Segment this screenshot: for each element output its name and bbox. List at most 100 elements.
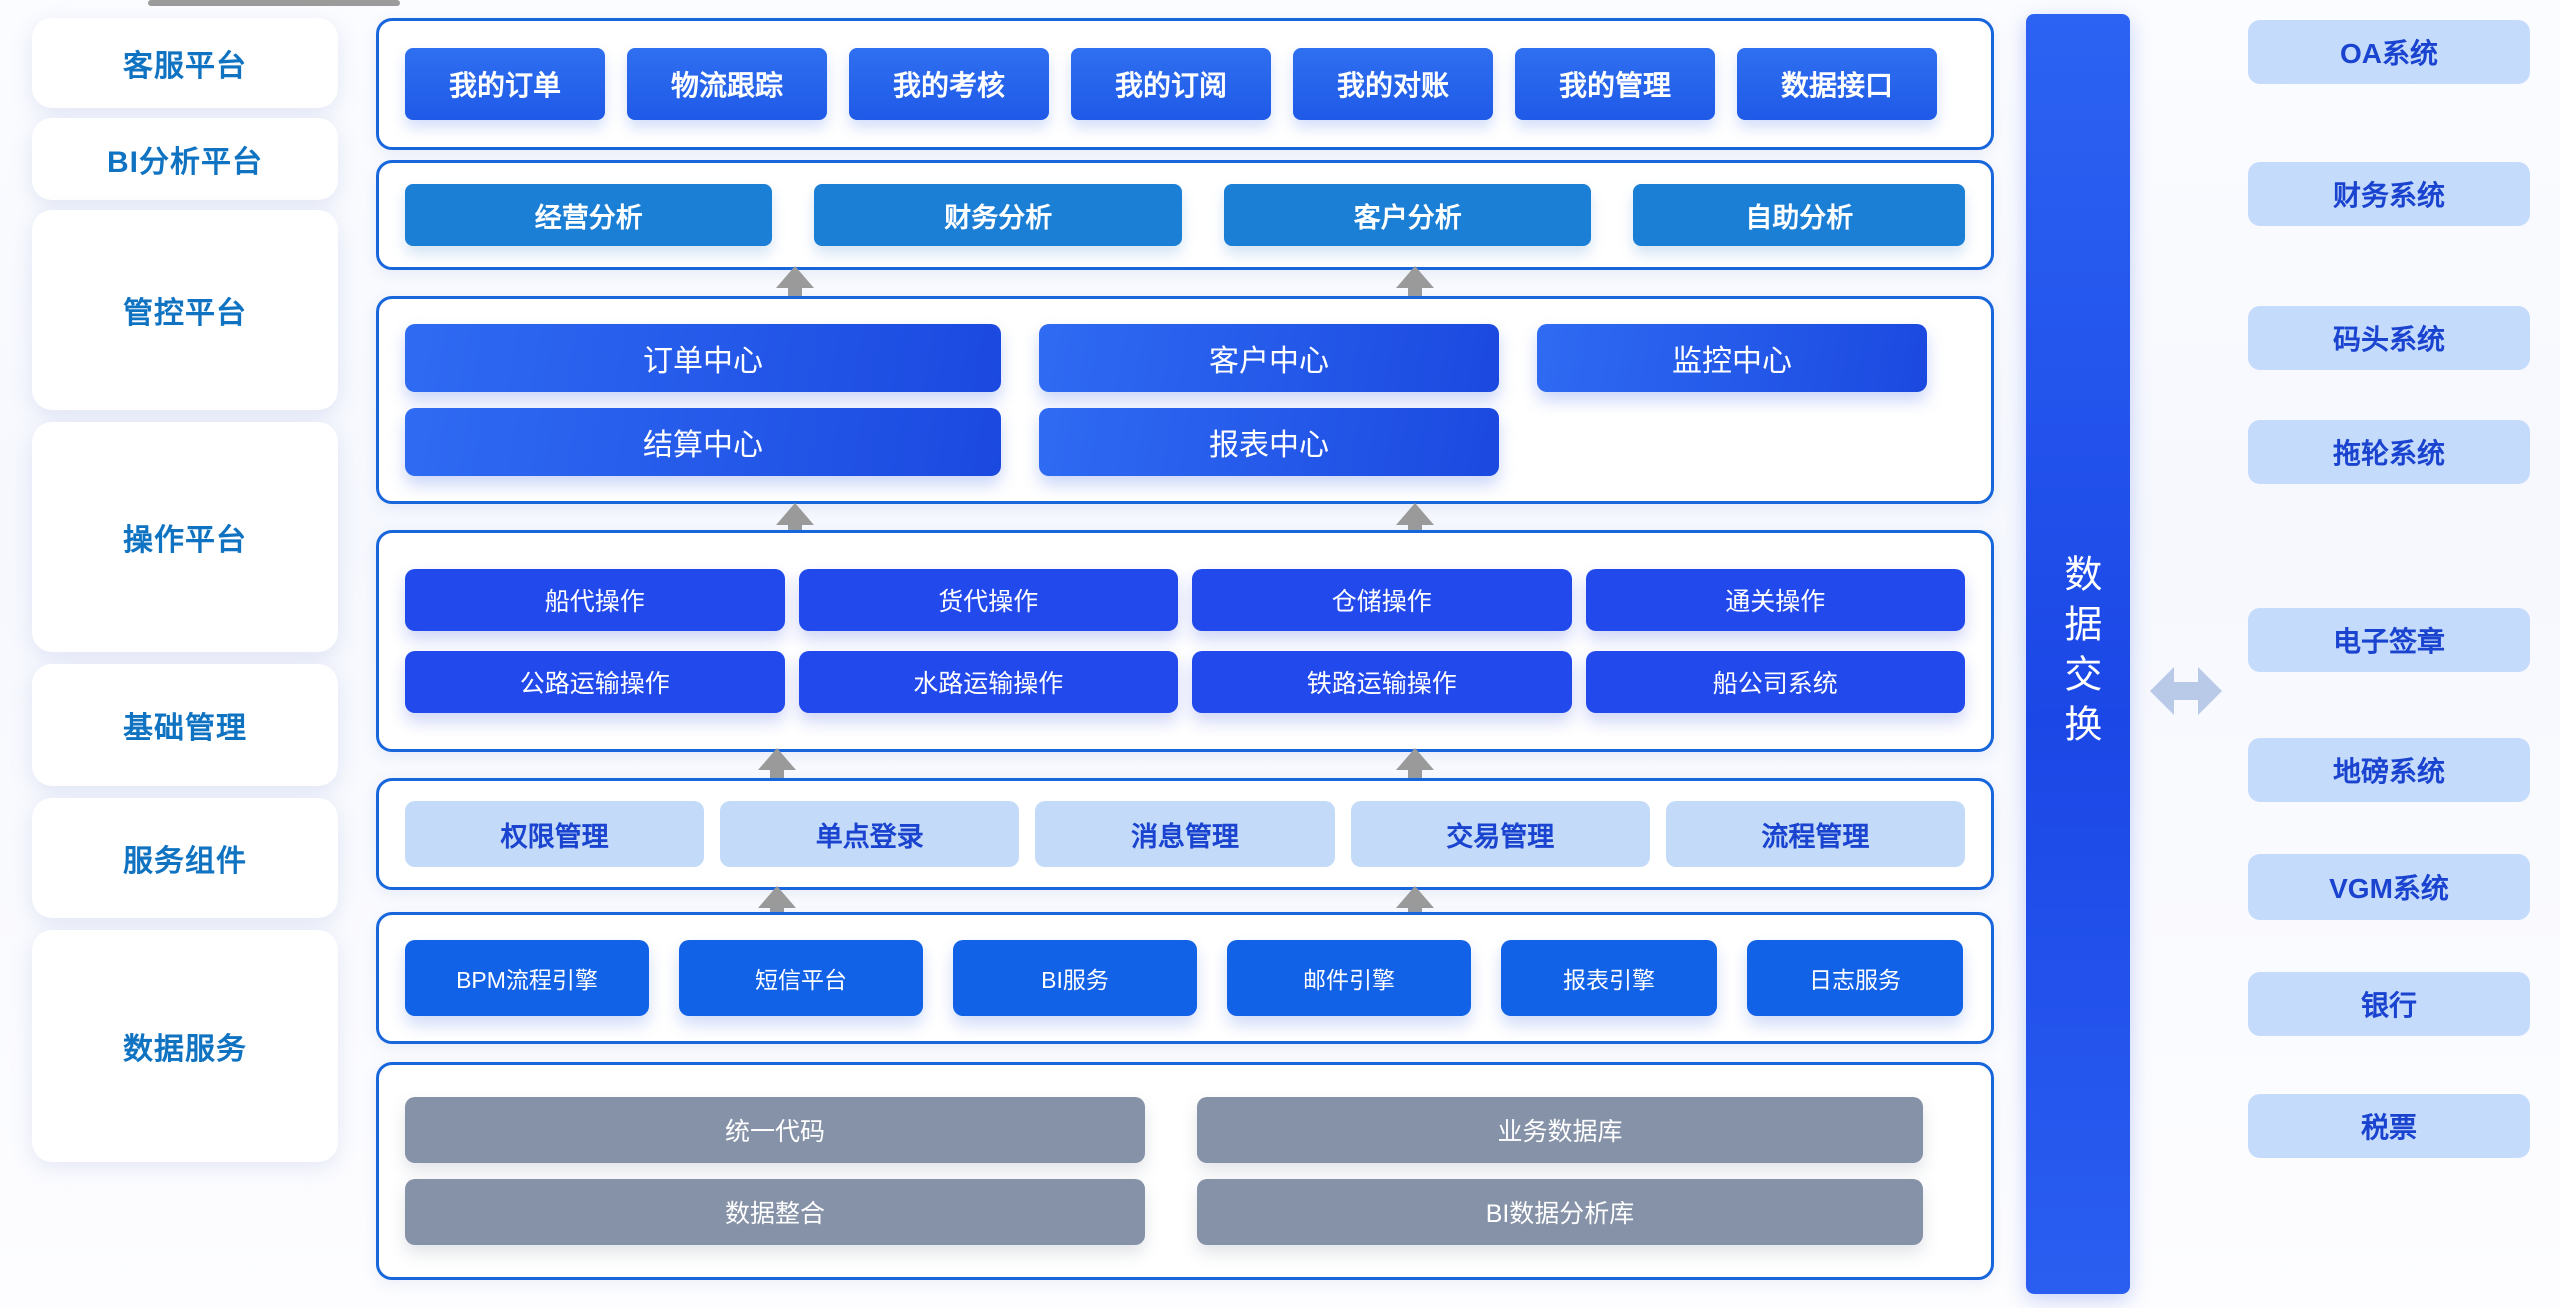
chip-label: 自助分析 bbox=[1745, 202, 1854, 233]
chip-my-orders[interactable]: 我的订单 bbox=[405, 48, 605, 120]
external-system-e-signature[interactable]: 电子签章 bbox=[2248, 608, 2530, 672]
chip-label: 我的订单 bbox=[448, 70, 561, 101]
chip-permission-management[interactable]: 权限管理 bbox=[405, 801, 705, 867]
panel-data-services: 统一代码 业务数据库 数据整合 BI数据分析库 bbox=[376, 1062, 1994, 1280]
sidebar-label: 客服平台 bbox=[123, 50, 247, 83]
chip-row: 经营分析 财务分析 客户分析 自助分析 bbox=[405, 184, 1965, 246]
chip-warehouse-operation[interactable]: 仓储操作 bbox=[1192, 569, 1572, 631]
external-system-label: OA系统 bbox=[2339, 38, 2438, 69]
chip-bpm-process-engine[interactable]: BPM流程引擎 bbox=[405, 940, 649, 1016]
panel-operation-platform: 船代操作 货代操作 仓储操作 通关操作 公路运输操作 水路运输操作 铁路运输操作… bbox=[376, 530, 1994, 752]
chip-mail-engine[interactable]: 邮件引擎 bbox=[1227, 940, 1471, 1016]
chip-row: 数据整合 BI数据分析库 bbox=[405, 1179, 1965, 1245]
chip-sms-platform[interactable]: 短信平台 bbox=[679, 940, 923, 1016]
sidebar-item-bi-platform[interactable]: BI分析平台 bbox=[32, 118, 338, 200]
chip-customer-analysis[interactable]: 客户分析 bbox=[1223, 184, 1592, 246]
chip-label: 权限管理 bbox=[500, 821, 609, 852]
chip-label: 统一代码 bbox=[724, 1118, 825, 1146]
chip-order-center[interactable]: 订单中心 bbox=[405, 324, 1001, 392]
chip-process-management[interactable]: 流程管理 bbox=[1665, 801, 1966, 867]
chip-label: 财务分析 bbox=[944, 202, 1053, 233]
external-system-vgm[interactable]: VGM系统 bbox=[2248, 854, 2530, 920]
chip-message-management[interactable]: 消息管理 bbox=[1035, 801, 1335, 867]
external-systems-column: OA系统 财务系统 码头系统 拖轮系统 电子签章 地磅系统 VGM系统 银行 税… bbox=[2248, 0, 2548, 1308]
sidebar-item-service-components[interactable]: 服务组件 bbox=[32, 798, 338, 918]
chip-shipping-company-system[interactable]: 船公司系统 bbox=[1585, 651, 1965, 713]
external-system-finance[interactable]: 财务系统 bbox=[2248, 162, 2530, 226]
chip-label: 邮件引擎 bbox=[1303, 967, 1395, 993]
chip-report-engine[interactable]: 报表引擎 bbox=[1501, 940, 1717, 1016]
chip-customs-operation[interactable]: 通关操作 bbox=[1585, 569, 1965, 631]
chip-railway-transport-operation[interactable]: 铁路运输操作 bbox=[1192, 651, 1572, 713]
sidebar-item-base-management[interactable]: 基础管理 bbox=[32, 664, 338, 786]
horizontal-scrollbar[interactable] bbox=[148, 0, 400, 6]
chip-data-integration[interactable]: 数据整合 bbox=[405, 1179, 1145, 1245]
external-system-weighbridge[interactable]: 地磅系统 bbox=[2248, 738, 2530, 802]
chip-my-subscription[interactable]: 我的订阅 bbox=[1071, 48, 1271, 120]
chip-label: 短信平台 bbox=[755, 967, 847, 993]
chip-shipping-agency-operation[interactable]: 船代操作 bbox=[405, 569, 785, 631]
chip-label: 流程管理 bbox=[1761, 821, 1870, 852]
sidebar-item-operation-platform[interactable]: 操作平台 bbox=[32, 422, 338, 652]
chip-label: 我的订阅 bbox=[1114, 70, 1227, 101]
panel-control-platform: 订单中心 客户中心 监控中心 结算中心 报表中心 bbox=[376, 296, 1994, 504]
external-system-label: 拖轮系统 bbox=[2332, 438, 2445, 469]
sidebar-item-customer-service[interactable]: 客服平台 bbox=[32, 18, 338, 108]
chip-label: 经营分析 bbox=[534, 202, 643, 233]
external-system-tugboat[interactable]: 拖轮系统 bbox=[2248, 420, 2530, 484]
panel-service-components: BPM流程引擎 短信平台 BI服务 邮件引擎 报表引擎 日志服务 bbox=[376, 912, 1994, 1044]
chip-label: 货代操作 bbox=[938, 588, 1039, 616]
chip-unified-code[interactable]: 统一代码 bbox=[405, 1097, 1145, 1163]
chip-road-transport-operation[interactable]: 公路运输操作 bbox=[405, 651, 785, 713]
sidebar-label: 基础管理 bbox=[123, 712, 247, 745]
chip-report-center[interactable]: 报表中心 bbox=[1039, 408, 1499, 476]
chip-freight-forwarding-operation[interactable]: 货代操作 bbox=[798, 569, 1178, 631]
external-system-label: 电子签章 bbox=[2332, 626, 2445, 657]
chip-monitoring-center[interactable]: 监控中心 bbox=[1537, 324, 1927, 392]
chip-customer-center[interactable]: 客户中心 bbox=[1039, 324, 1499, 392]
chip-row: BPM流程引擎 短信平台 BI服务 邮件引擎 报表引擎 日志服务 bbox=[405, 940, 1965, 1016]
data-exchange-label: 数据交换 bbox=[2057, 554, 2100, 754]
chip-label: 船代操作 bbox=[544, 588, 645, 616]
chip-my-assessment[interactable]: 我的考核 bbox=[849, 48, 1049, 120]
sidebar-item-control-platform[interactable]: 管控平台 bbox=[32, 210, 338, 410]
external-system-terminal[interactable]: 码头系统 bbox=[2248, 306, 2530, 370]
data-exchange-bar[interactable]: 数据交换 bbox=[2026, 14, 2130, 1294]
chip-row: 船代操作 货代操作 仓储操作 通关操作 bbox=[405, 569, 1965, 631]
chip-row: 公路运输操作 水路运输操作 铁路运输操作 船公司系统 bbox=[405, 651, 1965, 713]
external-system-oa[interactable]: OA系统 bbox=[2248, 20, 2530, 84]
chip-bi-data-analysis-database[interactable]: BI数据分析库 bbox=[1197, 1179, 1923, 1245]
chip-transaction-management[interactable]: 交易管理 bbox=[1350, 801, 1650, 867]
chip-business-analysis[interactable]: 经营分析 bbox=[405, 184, 773, 246]
sidebar-label: 操作平台 bbox=[123, 524, 247, 557]
double-arrow-horizontal-icon bbox=[2150, 660, 2222, 722]
chip-my-management[interactable]: 我的管理 bbox=[1515, 48, 1715, 120]
external-system-tax-invoice[interactable]: 税票 bbox=[2248, 1094, 2530, 1158]
chip-label: 数据整合 bbox=[724, 1200, 825, 1228]
chip-data-interface[interactable]: 数据接口 bbox=[1737, 48, 1937, 120]
chip-bi-service[interactable]: BI服务 bbox=[953, 940, 1197, 1016]
chip-label: 通关操作 bbox=[1725, 588, 1826, 616]
chip-waterway-transport-operation[interactable]: 水路运输操作 bbox=[798, 651, 1178, 713]
chip-label: 结算中心 bbox=[643, 429, 763, 462]
sidebar-item-data-services[interactable]: 数据服务 bbox=[32, 930, 338, 1162]
external-system-label: 银行 bbox=[2360, 990, 2417, 1021]
sidebar-label: 数据服务 bbox=[123, 1033, 247, 1066]
chip-self-service-analysis[interactable]: 自助分析 bbox=[1633, 184, 1965, 246]
chip-label: 我的对账 bbox=[1336, 70, 1449, 101]
external-system-label: 财务系统 bbox=[2332, 180, 2445, 211]
chip-logistics-tracking[interactable]: 物流跟踪 bbox=[627, 48, 827, 120]
chip-business-database[interactable]: 业务数据库 bbox=[1197, 1097, 1923, 1163]
chip-financial-analysis[interactable]: 财务分析 bbox=[814, 184, 1182, 246]
external-system-bank[interactable]: 银行 bbox=[2248, 972, 2530, 1036]
chip-settlement-center[interactable]: 结算中心 bbox=[405, 408, 1001, 476]
chip-label: 报表中心 bbox=[1209, 429, 1329, 462]
chip-log-service[interactable]: 日志服务 bbox=[1747, 940, 1963, 1016]
chip-label: BI服务 bbox=[1041, 967, 1109, 993]
chip-label: 消息管理 bbox=[1131, 821, 1239, 852]
chip-label: 交易管理 bbox=[1446, 821, 1555, 852]
chip-row: 订单中心 客户中心 监控中心 bbox=[405, 324, 1965, 392]
chip-my-reconciliation[interactable]: 我的对账 bbox=[1293, 48, 1493, 120]
chip-single-sign-on[interactable]: 单点登录 bbox=[720, 801, 1020, 867]
